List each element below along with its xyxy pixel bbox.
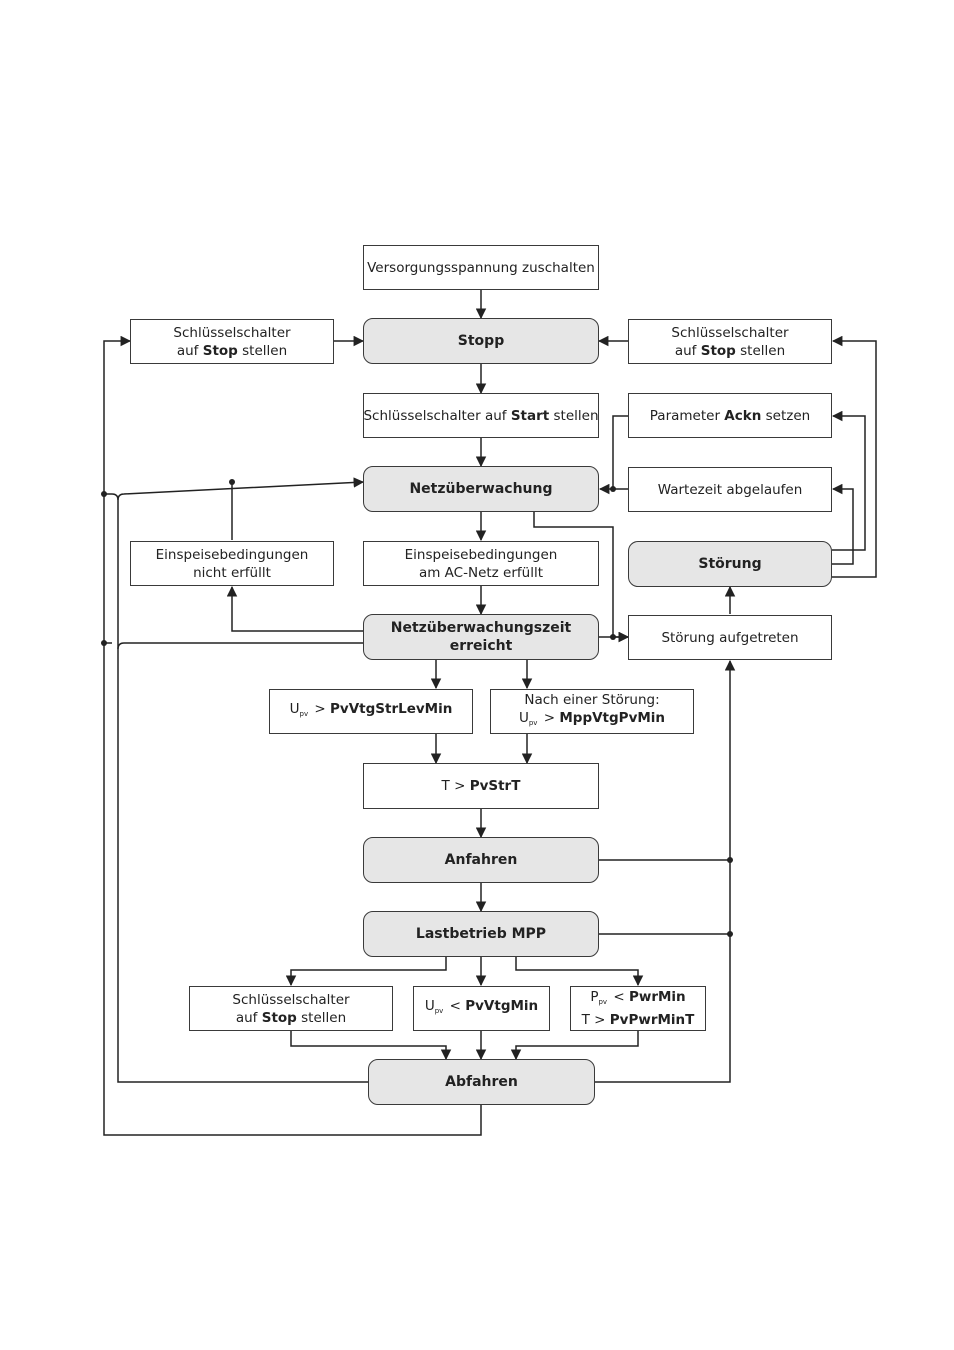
stoerung-aufgetreten-box: Störung aufgetreten bbox=[628, 615, 832, 660]
state-netz-label: Netzüberwachung bbox=[409, 481, 553, 497]
arrow-abfahren-stoerungauf bbox=[595, 659, 736, 1083]
t-pvstrt-box: T > PvStrT bbox=[363, 763, 599, 809]
wartezeit-box: Wartezeit abgelaufen bbox=[628, 467, 832, 512]
state-lastbetrieb: Lastbetrieb MPP bbox=[363, 911, 599, 957]
arrow-stoerung-ackn bbox=[831, 410, 866, 551]
state-netzueberwachung: Netzüberwachung bbox=[363, 466, 599, 512]
key-stop-right-line2: auf Stop stellen bbox=[674, 342, 786, 359]
supply-text: Versorgungsspannung zuschalten bbox=[367, 259, 595, 276]
junction-dots bbox=[101, 479, 733, 937]
state-abfahren: Abfahren bbox=[368, 1059, 595, 1105]
key-start-text: Schlüsselschalter auf Start stellen bbox=[363, 407, 599, 424]
key-stop-right-box: Schlüsselschalter auf Stop stellen bbox=[628, 319, 832, 364]
cond-not-line2: nicht erfüllt bbox=[193, 564, 271, 581]
state-anfahren-label: Anfahren bbox=[444, 852, 518, 868]
cond-ok-line2: am AC-Netz erfüllt bbox=[418, 564, 544, 581]
arrow-abfahren-keystopleft bbox=[103, 335, 482, 1136]
param-ackn-box: Parameter Ackn setzen bbox=[628, 393, 832, 438]
key-start-box: Schlüsselschalter auf Start stellen bbox=[363, 393, 599, 438]
key-stop-left-box: Schlüsselschalter auf Stop stellen bbox=[130, 319, 334, 364]
arrow-last-ppvpwrmin bbox=[515, 957, 644, 987]
wartezeit-text: Wartezeit abgelaufen bbox=[657, 481, 803, 498]
key-stop-bottom-box: Schlüsselschalter auf Stop stellen bbox=[189, 986, 393, 1031]
t-pvstrt-text: T > PvStrT bbox=[441, 778, 521, 794]
cond-met-box: Einspeisebedingungen am AC-Netz erfüllt bbox=[363, 541, 599, 586]
state-abfahren-label: Abfahren bbox=[445, 1074, 518, 1090]
arrow-abfahren-netz bbox=[117, 500, 368, 1083]
ppv-line1: Ppv < PwrMin bbox=[590, 989, 686, 1006]
upv-vtgmin-box: Upv < PvVtgMin bbox=[413, 986, 550, 1031]
after-fault-line1: Nach einer Störung: bbox=[524, 692, 660, 708]
key-stop-right-line1: Schlüsselschalter bbox=[671, 324, 789, 341]
arrow-ackn-netz bbox=[612, 415, 628, 489]
param-ackn-text: Parameter Ackn setzen bbox=[649, 407, 811, 424]
state-stoerung-label: Störung bbox=[698, 556, 762, 572]
cond-not-met-box: Einspeisebedingungen nicht erfüllt bbox=[130, 541, 334, 586]
arrow-stoerung-wartezeit bbox=[831, 483, 854, 565]
ppv-pwrmin-box: Ppv < PwrMin T > PvPwrMinT bbox=[570, 986, 706, 1031]
state-netzueberwachungszeit: Netzüberwachungszeit erreicht bbox=[363, 614, 599, 660]
state-stopp-label: Stopp bbox=[457, 333, 505, 349]
after-fault-box: Nach einer Störung: Upv > MppVtgPvMin bbox=[490, 689, 694, 734]
cond-ok-line1: Einspeisebedingungen bbox=[404, 546, 558, 563]
arrow-netzzeit-condnot bbox=[226, 585, 363, 632]
netzzeit-line1: Netzüberwachungszeit bbox=[390, 620, 572, 636]
upv-strlevmin-box: Upv > PvVtgStrLevMin bbox=[269, 689, 473, 734]
upv-strlev-text: Upv > PvVtgStrLevMin bbox=[289, 701, 453, 718]
state-anfahren: Anfahren bbox=[363, 837, 599, 883]
arrow-last-keystopbottom bbox=[285, 957, 447, 987]
key-stop-left-line2: auf Stop stellen bbox=[176, 342, 288, 359]
after-fault-line2: Upv > MppVtgPvMin bbox=[518, 710, 666, 727]
arrow-keystopbottom-abfahren bbox=[290, 1031, 452, 1061]
state-stoerung: Störung bbox=[628, 541, 832, 587]
state-stopp: Stopp bbox=[363, 318, 599, 364]
key-stop-bottom-line2: auf Stop stellen bbox=[235, 1009, 347, 1026]
ppv-line2: T > PvPwrMinT bbox=[581, 1012, 695, 1028]
upv-vtgmin-text: Upv < PvVtgMin bbox=[424, 998, 539, 1015]
arrow-stoerung-keystopright bbox=[831, 335, 877, 578]
cond-not-line1: Einspeisebedingungen bbox=[155, 546, 309, 563]
arrow-ppvpwrmin-abfahren bbox=[510, 1031, 639, 1061]
netzzeit-line2: erreicht bbox=[449, 638, 513, 654]
state-last-label: Lastbetrieb MPP bbox=[415, 926, 547, 942]
key-stop-bottom-line1: Schlüsselschalter bbox=[232, 991, 350, 1008]
supply-voltage-box: Versorgungsspannung zuschalten bbox=[363, 245, 599, 290]
key-stop-left-line1: Schlüsselschalter bbox=[173, 324, 291, 341]
stoerung-auf-text: Störung aufgetreten bbox=[661, 629, 799, 646]
